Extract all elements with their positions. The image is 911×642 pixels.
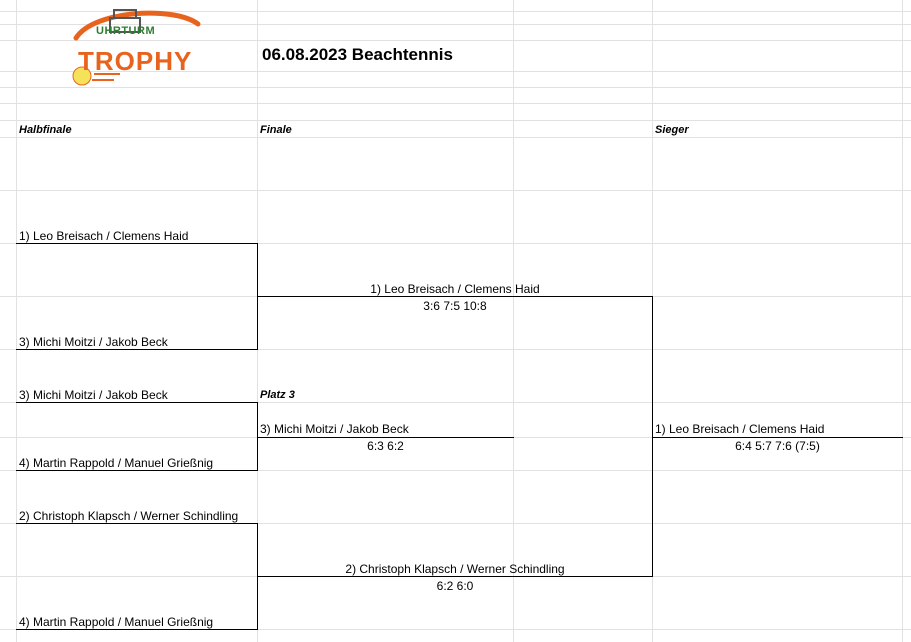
logo-graphic — [72, 9, 201, 86]
semifinal-3-team-b[interactable]: 4) Martin Rappold / Manuel Grießnig — [19, 615, 214, 629]
third-place-score[interactable]: 6:3 6:2 — [367, 439, 404, 453]
semifinal-1-team-a[interactable]: 1) Leo Breisach / Clemens Haid — [19, 229, 189, 243]
logo-top-text: UHRTURM — [96, 25, 156, 37]
logo-main-text: TROPHY — [78, 46, 193, 76]
semifinal-2-team-b[interactable]: 4) Martin Rappold / Manuel Grießnig — [19, 456, 214, 470]
third-place-team[interactable]: 3) Michi Moitzi / Jakob Beck — [260, 422, 409, 436]
header-winner: Sieger — [655, 124, 689, 136]
bracket-lines — [16, 243, 903, 630]
header-third-place: Platz 3 — [260, 389, 295, 401]
final-2-team[interactable]: 2) Christoph Klapsch / Werner Schindling — [345, 562, 565, 576]
semifinal-2-team-a[interactable]: 3) Michi Moitzi / Jakob Beck — [19, 388, 168, 402]
header-final: Finale — [260, 124, 292, 136]
semifinal-3-team-a[interactable]: 2) Christoph Klapsch / Werner Schindling — [19, 509, 239, 523]
uhrturm-trophy-logo: UHRTURM TROPHY — [64, 4, 204, 88]
semifinal-1-team-b[interactable]: 3) Michi Moitzi / Jakob Beck — [19, 335, 168, 349]
final-1-score[interactable]: 3:6 7:5 10:8 — [423, 299, 487, 313]
winner-score[interactable]: 6:4 5:7 7:6 (7:5) — [735, 439, 820, 453]
final-1-team[interactable]: 1) Leo Breisach / Clemens Haid — [370, 282, 540, 296]
final-2-score[interactable]: 6:2 6:0 — [436, 579, 474, 593]
winner-team[interactable]: 1) Leo Breisach / Clemens Haid — [655, 422, 825, 436]
page-title: 06.08.2023 Beachtennis — [262, 45, 453, 64]
header-semifinal: Halbfinale — [19, 124, 72, 136]
